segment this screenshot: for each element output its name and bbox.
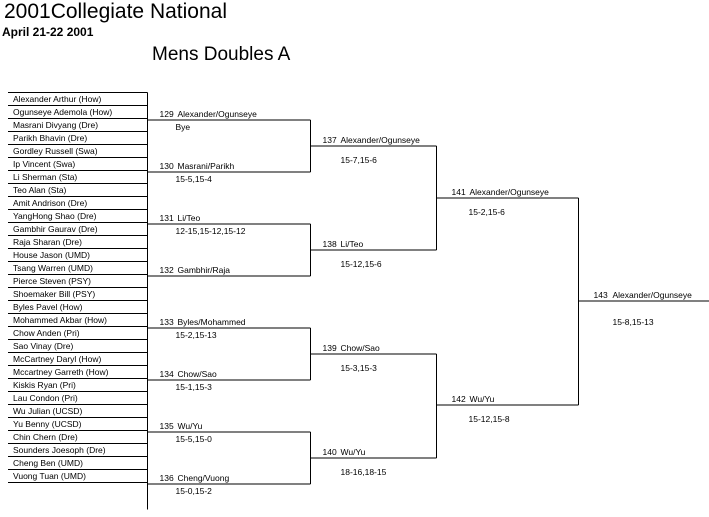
match-score: 15-12,15-8	[468, 414, 510, 424]
player-name: Sounders Joesoph (Dre)	[13, 444, 106, 455]
match-winner: Alexander/Ogunseye	[340, 135, 420, 145]
player-name: Amit Andrison (Dre)	[13, 197, 88, 208]
player-name: Tsang Warren (UMD)	[13, 262, 93, 273]
player-name: Lau Condon (Pri)	[13, 392, 78, 403]
player-name: Vuong Tuan (UMD)	[13, 470, 86, 481]
match-score: 15-1,15-3	[175, 382, 212, 392]
player-name: Yu Benny (UCSD)	[13, 418, 82, 429]
match-score: 12-15,15-12,15-12	[175, 226, 246, 236]
player-name: Alexander Arthur (How)	[13, 93, 102, 104]
match-winner: Wu/Yu	[177, 421, 203, 431]
match-number: 140	[322, 447, 337, 457]
player-name: Sao Vinay (Dre)	[13, 340, 74, 351]
player-name: Wu Julian (UCSD)	[13, 405, 83, 416]
match-winner: Alexander/Ogunseye	[469, 187, 549, 197]
player-name: Ip Vincent (Swa)	[13, 158, 76, 169]
match-number: 130	[159, 161, 174, 171]
match-score: 15-7,15-6	[340, 155, 377, 165]
player-name: Ogunseye Ademola (How)	[13, 106, 113, 117]
player-name: Pierce Steven (PSY)	[13, 275, 91, 286]
match-winner: Cheng/Vuong	[177, 473, 230, 483]
player-name: Raja Sharan (Dre)	[13, 236, 82, 247]
player-name: McCartney Daryl (How)	[13, 353, 102, 364]
player-name: Masrani Divyang (Dre)	[13, 119, 99, 130]
player-name: Shoemaker Bill (PSY)	[13, 288, 96, 299]
match-score: 15-0,15-2	[175, 486, 212, 496]
player-name: Chow Anden (Pri)	[13, 327, 80, 338]
match-score: 15-8,15-13	[612, 317, 654, 327]
player-name: Byles Pavel (How)	[13, 301, 83, 312]
match-number: 136	[159, 473, 174, 483]
match-number: 131	[159, 213, 174, 223]
match-number: 134	[159, 369, 174, 379]
tournament-title: 2001Collegiate National	[4, 0, 227, 23]
match-number: 138	[322, 239, 337, 249]
match-score: 15-2,15-6	[468, 207, 505, 217]
player-name: YangHong Shao (Dre)	[13, 210, 97, 221]
match-winner: Wu/Yu	[340, 447, 366, 457]
player-name: Chin Chern (Dre)	[13, 431, 78, 442]
match-number: 133	[159, 317, 174, 327]
match-number: 143	[593, 290, 608, 300]
event-title: Mens Doubles A	[152, 44, 291, 65]
match-number: 139	[322, 343, 337, 353]
match-number: 135	[159, 421, 174, 431]
player-name: Gambhir Gaurav (Dre)	[13, 223, 98, 234]
match-winner: Li/Teo	[177, 213, 201, 223]
tournament-date: April 21-22 2001	[2, 25, 94, 39]
player-name: Cheng Ben (UMD)	[13, 457, 83, 468]
player-name: Gordley Russell (Swa)	[13, 145, 98, 156]
player-name: Li Sherman (Sta)	[13, 171, 78, 182]
match-winner: Chow/Sao	[340, 343, 380, 353]
match-score: 15-3,15-3	[340, 363, 377, 373]
player-name: House Jason (UMD)	[13, 249, 90, 260]
match-score: 15-12,15-6	[340, 259, 382, 269]
match-score: 15-5,15-4	[175, 174, 212, 184]
match-winner: Masrani/Parikh	[177, 161, 235, 171]
player-name: Mccartney Garreth (How)	[13, 366, 109, 377]
player-name: Kiskis Ryan (Pri)	[13, 379, 76, 390]
match-winner: Alexander/Ogunseye	[612, 290, 692, 300]
match-number: 141	[451, 187, 466, 197]
match-winner: Alexander/Ogunseye	[177, 109, 257, 119]
player-name: Teo Alan (Sta)	[13, 184, 67, 195]
match-number: 142	[451, 394, 466, 404]
match-score: Bye	[175, 122, 191, 132]
match-winner: Chow/Sao	[177, 369, 217, 379]
player-name: Mohammed Akbar (How)	[13, 314, 108, 325]
match-winner: Byles/Mohammed	[177, 317, 246, 327]
match-score: 18-16,18-15	[340, 467, 387, 477]
match-number: 129	[159, 109, 174, 119]
match-winner: Wu/Yu	[469, 394, 495, 404]
match-score: 15-5,15-0	[175, 434, 212, 444]
player-name: Parikh Bhavin (Dre)	[13, 132, 88, 143]
match-number: 132	[159, 265, 174, 275]
match-winner: Li/Teo	[340, 239, 364, 249]
match-score: 15-2,15-13	[175, 330, 217, 340]
match-number: 137	[322, 135, 337, 145]
match-winner: Gambhir/Raja	[177, 265, 230, 275]
